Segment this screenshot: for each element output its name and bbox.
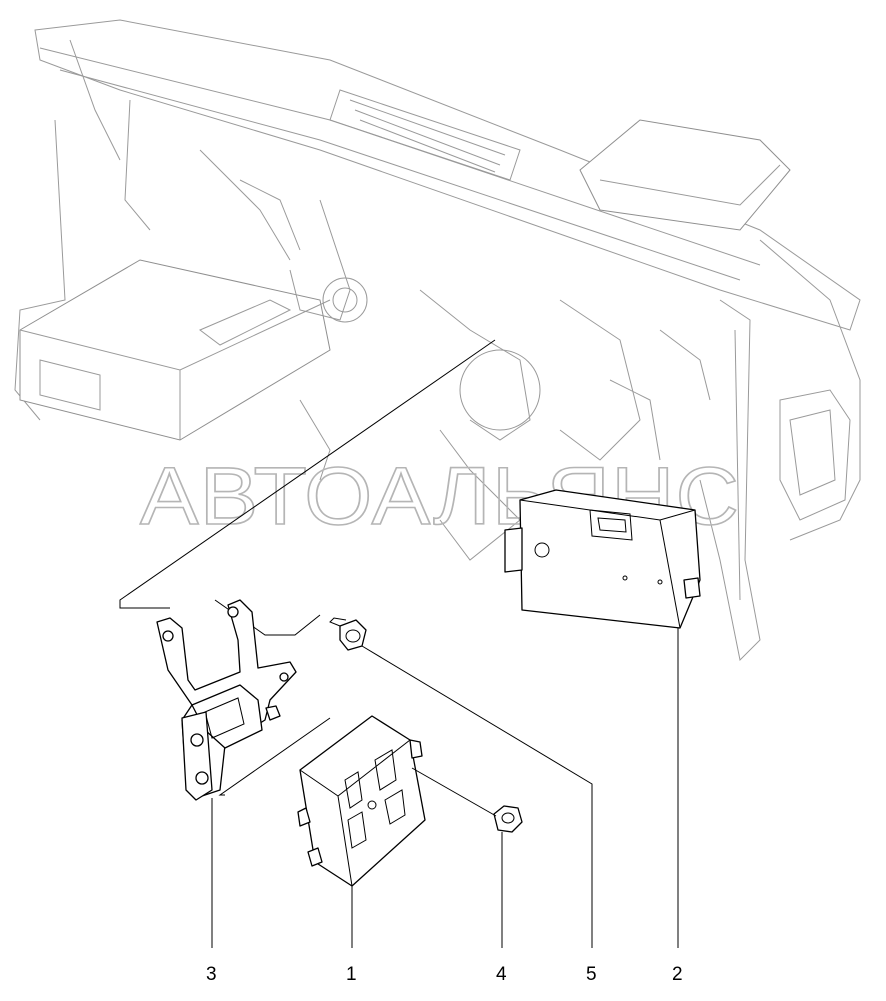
callout-5: 5	[586, 964, 597, 985]
nut-part-4	[493, 805, 523, 833]
leader-nut-ref	[411, 767, 497, 817]
callout-4: 4	[496, 964, 507, 985]
leader-lines	[211, 628, 679, 948]
bracket-part-3	[156, 599, 297, 801]
dashboard-background	[14, 19, 861, 662]
bolt-part-5	[329, 617, 367, 651]
callout-labels: 3 1 4 5 2	[206, 964, 683, 985]
callout-2: 2	[672, 964, 683, 985]
callout-3: 3	[206, 964, 217, 985]
leader-5	[361, 645, 593, 948]
callout-1: 1	[346, 964, 357, 985]
control-unit-part-1	[297, 715, 426, 887]
control-unit-part-2	[504, 489, 701, 629]
